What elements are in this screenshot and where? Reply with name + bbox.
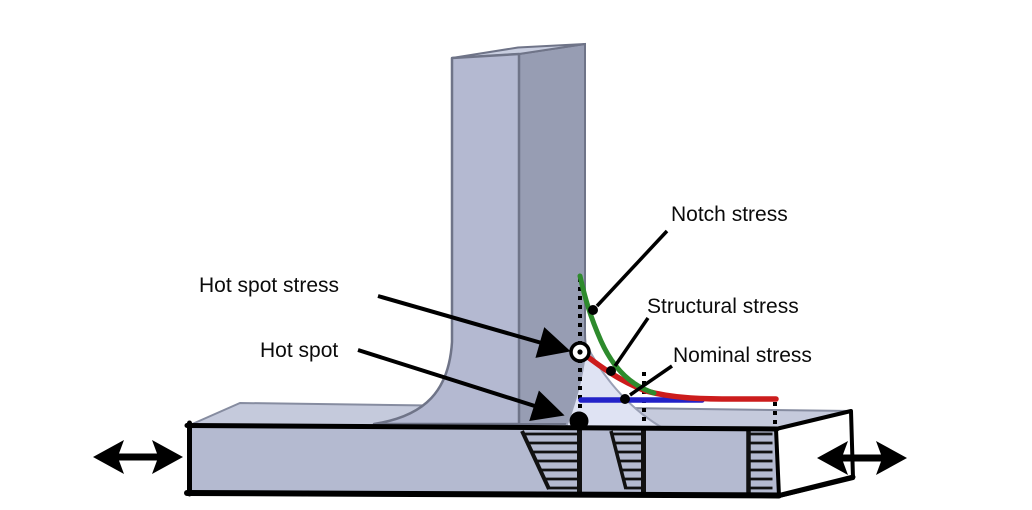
through-thickness-section-hatch-middle [609,429,646,492]
label-notch-stress: Notch stress [671,203,788,226]
through-thickness-section-hatch-right [746,431,773,494]
notch-stress-leader-line [595,229,669,308]
through-thickness-section-hatch-left [520,429,582,492]
structural-stress-leader-line [613,317,650,367]
stress-curves [577,273,779,403]
stiffener-front-face [372,52,521,426]
point-markers [569,341,591,431]
plate-outline-edges [184,420,856,499]
label-hot-spot: Hot spot [260,339,339,362]
hot-spot-stress-arrow [377,294,571,358]
label-nominal-stress: Nominal stress [673,344,812,367]
nominal-stress-leader-line [629,364,673,397]
label-hot-spot-stress: Hot spot stress [199,274,340,297]
hot-spot-stress-marker-center-dot [577,349,583,355]
notch-stress-curve [577,273,657,396]
structural-stress-leader-dot [606,366,616,376]
left-load-arrow-icon [93,440,183,474]
callout-leaders [357,229,673,422]
plate-front-face [190,425,778,496]
hot-spot-marker [569,411,589,431]
hot-spot-arrow [357,348,565,422]
right-load-arrow-icon [817,441,907,475]
nominal-stress-leader-dot [620,394,630,404]
label-structural-stress: Structural stress [647,295,799,318]
notch-stress-leader-dot [588,305,598,315]
